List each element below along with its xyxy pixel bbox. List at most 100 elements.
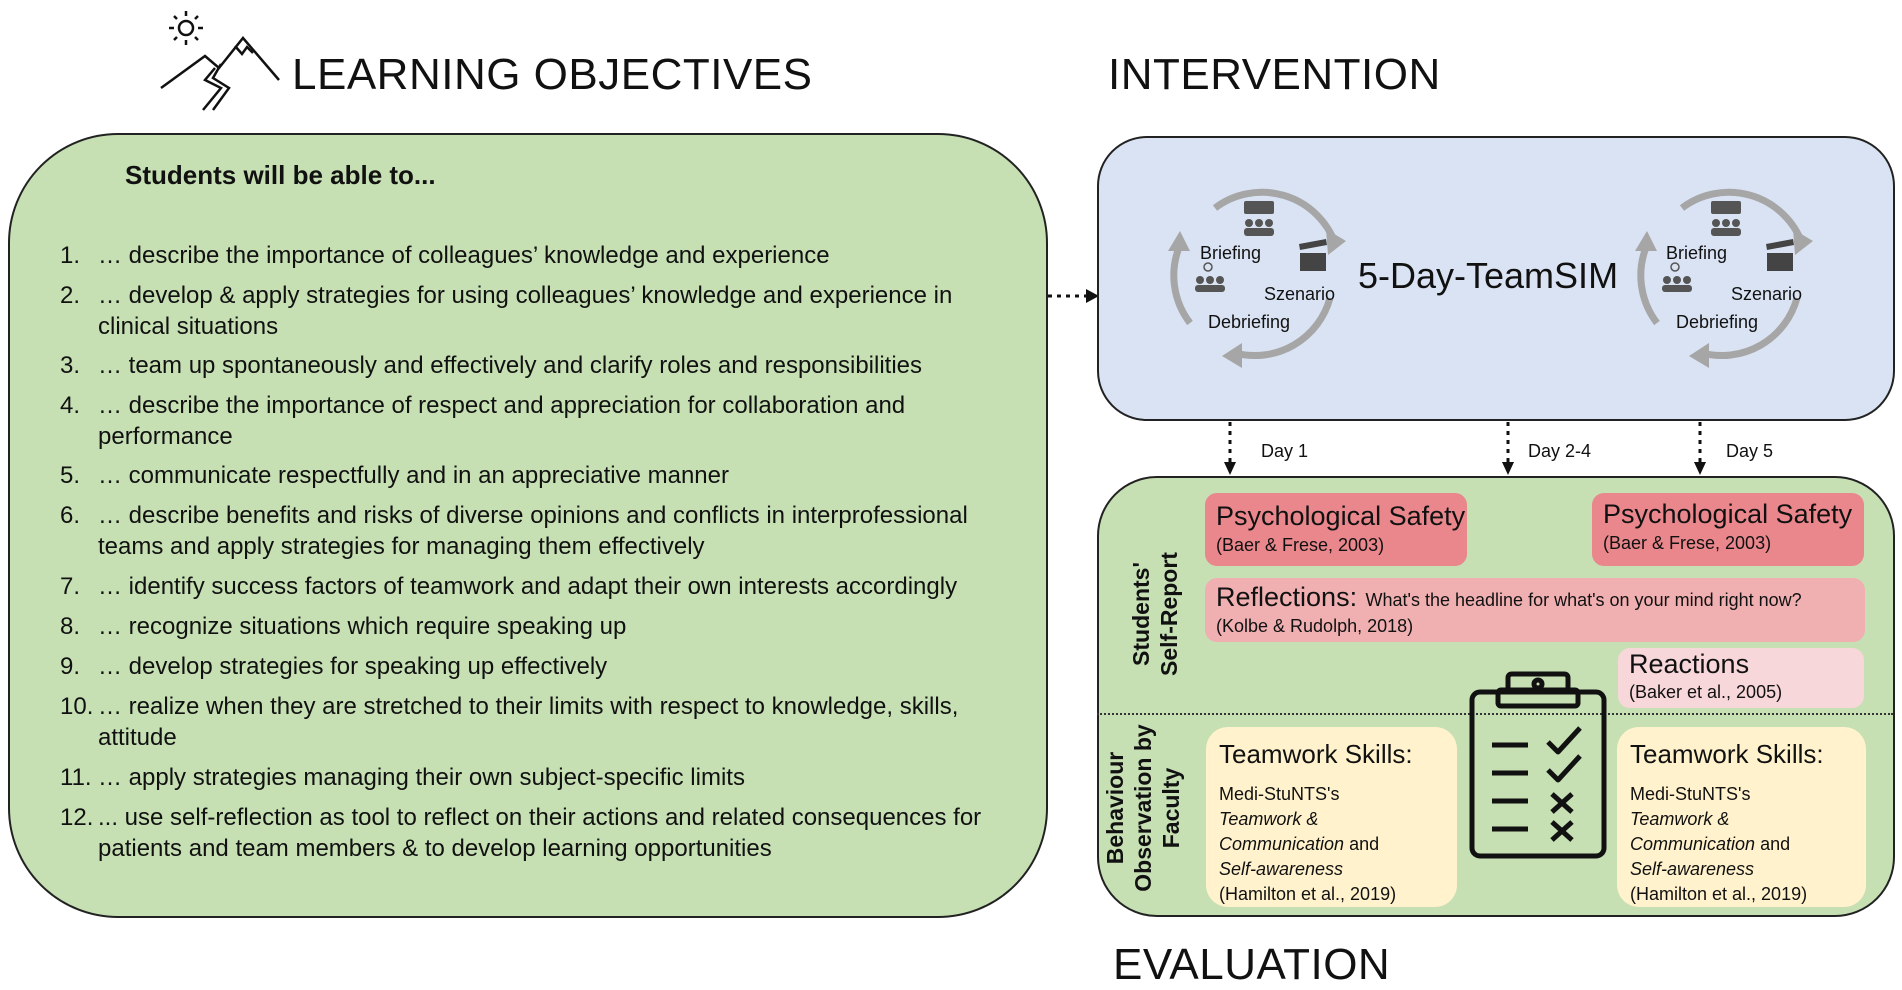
team-lightbulb-icon: [1662, 262, 1692, 292]
objective-number: 10.: [60, 693, 94, 720]
card-citation: (Hamilton et al., 2019): [1630, 884, 1808, 904]
objective-text: … describe the importance of colleagues’…: [98, 242, 830, 269]
objective-item: 12.... use self-reflection as tool to re…: [60, 802, 1020, 864]
learning-objectives-panel: [8, 133, 1048, 918]
card-citation: (Hamilton et al., 2019): [1219, 884, 1397, 904]
scenario-label: Szenario: [1731, 284, 1803, 304]
intervention-panel: [1097, 136, 1895, 421]
meeting-icon: [1244, 201, 1274, 236]
observation-label-line1: Behaviour: [1102, 751, 1128, 865]
objective-item: 4.… describe the importance of respect a…: [60, 390, 1020, 452]
objective-item: 2. … develop & apply strategies for using…: [60, 280, 1020, 342]
objective-number: 8.: [60, 613, 81, 640]
objective-text: … apply strategies managing their own su…: [98, 764, 745, 791]
observation-label: Behaviour Observation by Faculty: [1101, 698, 1185, 918]
reactions-card: Reactions (Baker et al., 2005): [1618, 648, 1864, 708]
day-label: Day 1: [1261, 441, 1309, 461]
day-arrows: [1224, 422, 1706, 475]
teamwork-line3b: and: [1755, 834, 1791, 854]
objective-number: 5.: [60, 462, 81, 489]
self-report-label: Students' Self-Report: [1127, 524, 1183, 704]
self-report-label-line2: Self-Report: [1156, 552, 1182, 676]
card-title: Teamwork Skills:: [1630, 739, 1824, 769]
objective-item: 11.… apply strategies managing their own…: [60, 762, 1020, 793]
psych-safety-card: Psychological Safety (Baer & Frese, 2003…: [1205, 493, 1467, 566]
objective-number: 9.: [60, 653, 81, 680]
teamwork-line4: Self-awareness: [1219, 859, 1344, 879]
card-citation: (Baer & Frese, 2003): [1603, 533, 1772, 553]
objective-number: 11.: [60, 764, 92, 791]
objective-number: 6.: [60, 502, 81, 529]
teamwork-line2: Teamwork &: [1219, 809, 1319, 829]
objective-number: 3.: [60, 352, 81, 379]
simulation-cycle-diagram: [1168, 188, 1346, 368]
observation-label-line2: Observation by: [1130, 724, 1156, 892]
learning-objectives-heading: LEARNING OBJECTIVES: [292, 50, 813, 99]
objective-text: ... use self-reflection as tool to refle…: [98, 804, 982, 862]
debriefing-label: Debriefing: [1676, 312, 1759, 332]
clapperboard-icon: [1766, 239, 1794, 271]
teamwork-skills-card: Teamwork Skills: Medi-StuNTS's Teamwork …: [1617, 727, 1866, 907]
card-citation: (Baer & Frese, 2003): [1216, 535, 1385, 555]
intervention-title: 5-Day-TeamSIM: [1358, 255, 1619, 296]
day-label: Day 5: [1726, 441, 1774, 461]
self-report-label-line1: Students': [1128, 562, 1154, 666]
objective-item: 8. … recognize situations which require s…: [60, 611, 1020, 642]
objective-text: … identify success factors of teamwork a…: [98, 573, 958, 600]
objective-text: … realize when they are stretched to the…: [98, 693, 959, 751]
section-divider: [1097, 713, 1893, 715]
objective-text: … recognize situations which require spe…: [98, 613, 627, 640]
objective-number: 4.: [60, 392, 81, 419]
objective-item: 3. … team up spontaneously and effectivel…: [60, 350, 1020, 381]
card-citation: (Kolbe & Rudolph, 2018): [1216, 616, 1414, 636]
debriefing-label: Debriefing: [1208, 312, 1291, 332]
dotted-arrow-right: [1048, 289, 1099, 303]
team-lightbulb-icon: [1195, 262, 1225, 292]
psych-safety-card: Psychological Safety (Baer & Frese, 2003…: [1592, 493, 1864, 566]
objective-text: … develop & apply strategies for using c…: [98, 282, 953, 340]
card-title: Reflections:: [1216, 582, 1358, 612]
card-title: Reactions: [1629, 649, 1750, 679]
clipboard-checklist-icon: [1469, 671, 1607, 859]
objectives-intro: Students will be able to...: [125, 160, 436, 190]
objective-item: 7. … identify success factors of teamwork…: [60, 571, 1020, 602]
teamwork-line3a: Communication: [1630, 834, 1756, 854]
objective-number: 7.: [60, 573, 81, 600]
objective-item: 5. … communicate respectfully and in an a…: [60, 460, 1020, 491]
objective-item: 9. … develop strategies for speaking up e…: [60, 651, 1020, 682]
teamwork-line2: Teamwork &: [1630, 809, 1730, 829]
objective-text: … develop strategies for speaking up eff…: [98, 653, 608, 680]
reflections-card: Reflections: What's the headline for wha…: [1205, 578, 1865, 642]
evaluation-heading: EVALUATION: [1113, 940, 1391, 989]
objective-item: 1. … describe the importance of colleague…: [60, 240, 1020, 271]
scenario-label: Szenario: [1264, 284, 1336, 304]
teamwork-skills-card: Teamwork Skills: Medi-StuNTS's Teamwork …: [1206, 727, 1457, 907]
objective-number: 2.: [60, 282, 81, 309]
day-label: Day 2-4: [1528, 441, 1592, 461]
card-title: Psychological Safety: [1216, 501, 1466, 531]
observation-label-line3: Faculty: [1158, 767, 1184, 849]
reflections-question: What's the headline for what's on your m…: [1365, 590, 1802, 610]
card-title: Psychological Safety: [1603, 499, 1853, 529]
teamwork-line3a: Communication: [1219, 834, 1345, 854]
mountain-sun-icon: [160, 11, 280, 111]
card-citation: (Baker et al., 2005): [1629, 682, 1783, 702]
teamwork-line3b: and: [1344, 834, 1380, 854]
intervention-heading: INTERVENTION: [1108, 50, 1441, 99]
clapperboard-icon: [1299, 239, 1327, 271]
objective-item: 10.… realize when they are stretched to …: [60, 691, 1020, 753]
card-title: Teamwork Skills:: [1219, 739, 1413, 769]
teamwork-line1: Medi-StuNTS's: [1630, 784, 1751, 804]
objective-number: 1.: [60, 242, 81, 269]
objective-text: … communicate respectfully and in an app…: [98, 462, 729, 489]
simulation-cycle-diagram: [1635, 188, 1813, 368]
objective-number: 12.: [60, 804, 94, 831]
meeting-icon: [1711, 201, 1741, 236]
teamwork-line4: Self-awareness: [1630, 859, 1755, 879]
briefing-label: Briefing: [1200, 243, 1262, 263]
objective-item: 6. … describe benefits and risks of diver…: [60, 500, 1020, 562]
objective-text: … describe benefits and risks of diverse…: [98, 502, 968, 560]
teamwork-line1: Medi-StuNTS's: [1219, 784, 1340, 804]
objective-text: … team up spontaneously and effectively …: [98, 352, 923, 379]
briefing-label: Briefing: [1666, 243, 1728, 263]
